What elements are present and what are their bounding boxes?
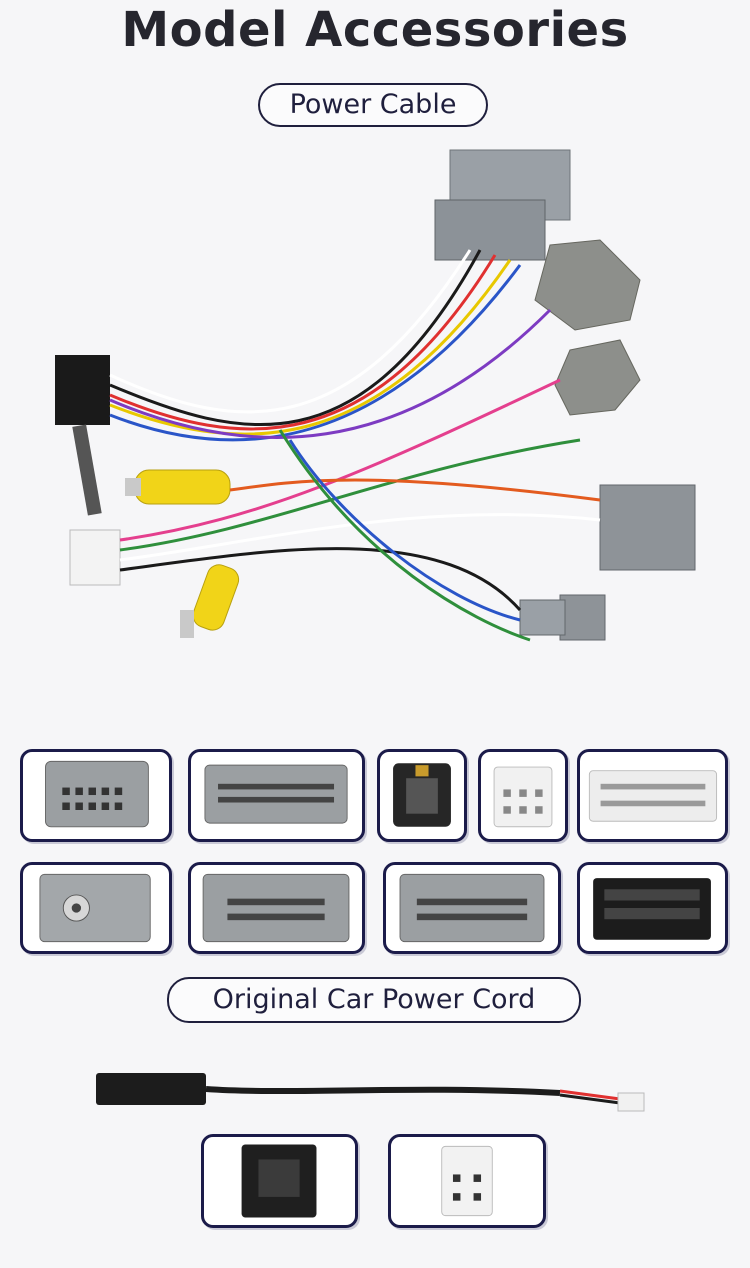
original-car-power-cord-image <box>96 1073 645 1112</box>
connector-card-white-8-pin <box>478 749 568 842</box>
connector-card-black-adapter-socket <box>201 1134 358 1228</box>
connector-card-grey-20-pin <box>383 862 561 954</box>
connector-card-grey-antenna <box>20 862 172 954</box>
connector-card-white-20-pin <box>577 749 728 842</box>
section-label-power-cable: Power Cable <box>258 83 488 127</box>
page-title: Model Accessories <box>121 2 629 58</box>
connector-card-grey-12-pin <box>20 749 172 842</box>
connector-card-grey-wide <box>188 749 365 842</box>
connector-card-black-small <box>377 749 467 842</box>
section-label-original-car-power-cord: Original Car Power Cord <box>167 977 581 1023</box>
power-cable-harness-image <box>55 149 696 642</box>
connector-card-black-16-pin-iso <box>577 862 728 954</box>
connector-card-white-4-pin-plug <box>388 1134 546 1228</box>
connector-card-grey-24-pin <box>188 862 365 954</box>
